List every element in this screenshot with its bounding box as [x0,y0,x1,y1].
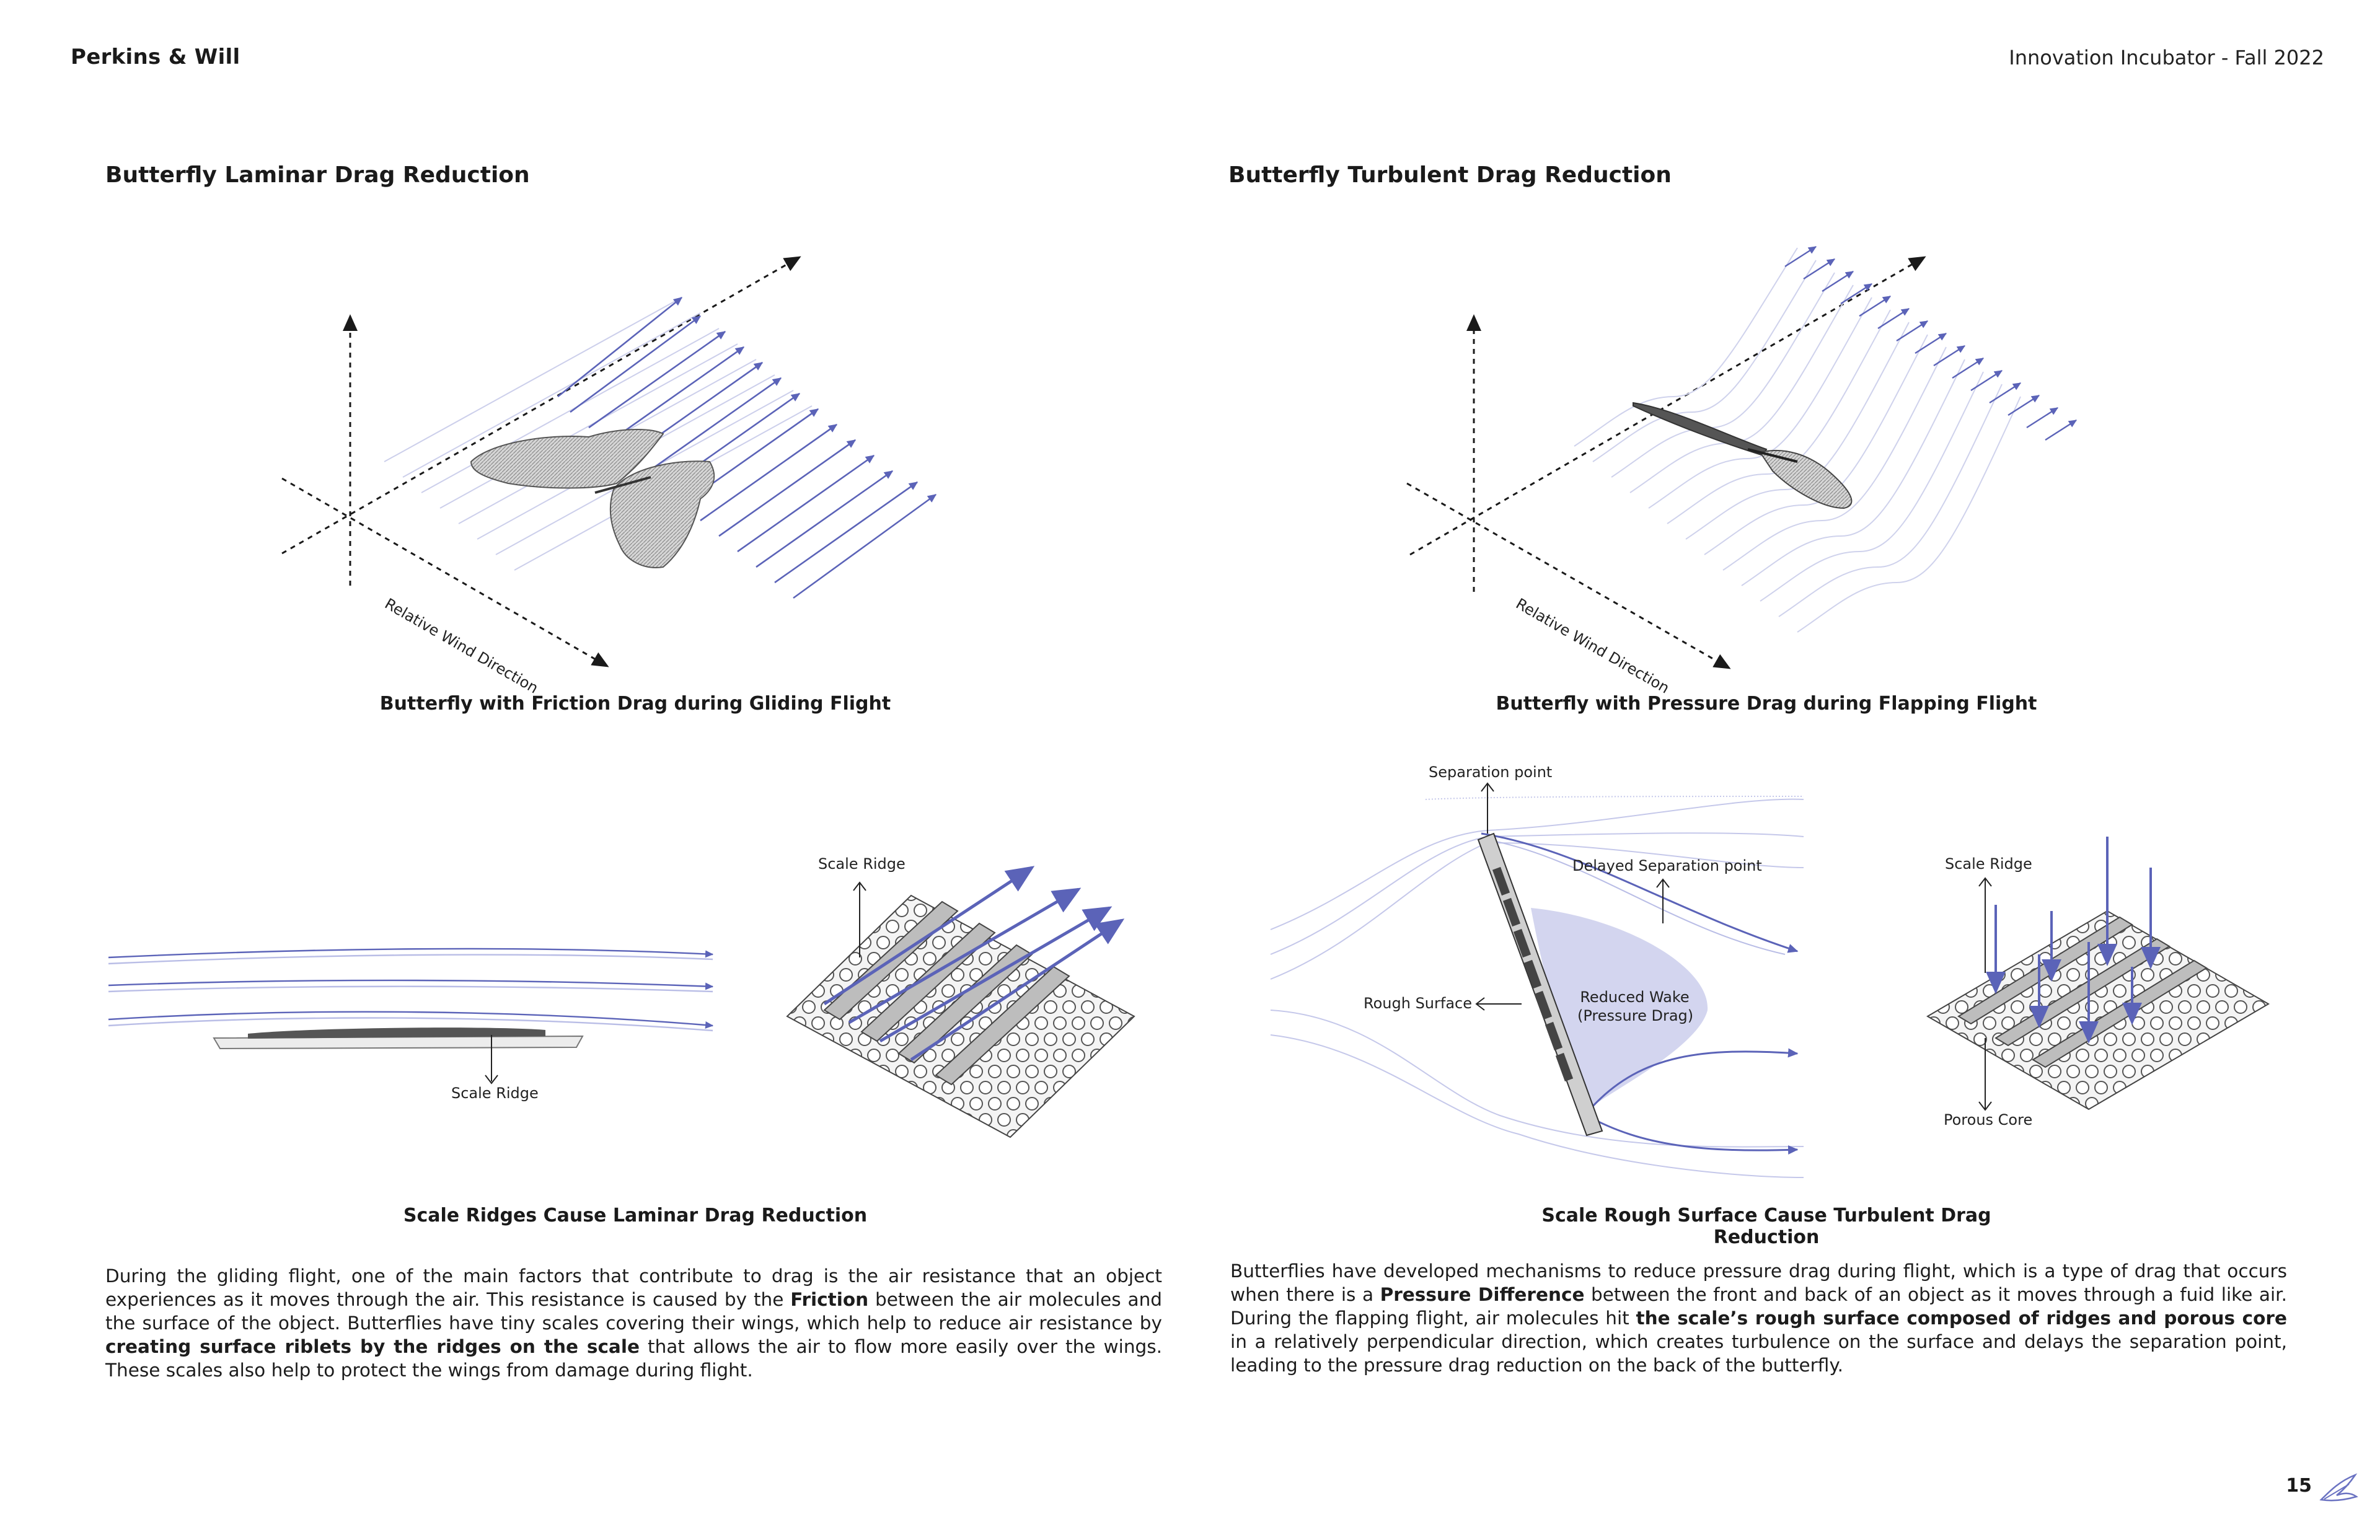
scale-ridge-label-right: Scale Ridge [1945,855,2032,873]
right-paragraph-run: the scale’s rough surface composed of ri… [1636,1308,2287,1329]
reduced-wake-label: Reduced Wake [1577,988,1692,1006]
right-body-paragraph: Butterflies have developed mechanisms to… [1230,1259,2287,1377]
rough-surface-label: Rough Surface [1364,995,1472,1012]
pressure-drag-label: (Pressure Drag) [1577,1007,1692,1024]
left-body-paragraph: During the gliding flight, one of the ma… [105,1264,1162,1382]
butterfly-logo-icon [2318,1472,2361,1506]
porous-scale-block [1928,911,2268,1109]
porous-core-label: Porous Core [1944,1111,2032,1129]
left-paragraph-run: creating surface riblets by the ridges o… [105,1336,640,1357]
delayed-separation-point-label: Delayed Separation point [1572,857,1762,874]
left-paragraph-run: Friction [790,1289,868,1310]
page-number: 15 [2286,1475,2312,1497]
right-paragraph-run: Pressure Difference [1380,1284,1585,1305]
right-paragraph-run: in a relatively perpendicular direction,… [1230,1331,2287,1376]
separation-point-label: Separation point [1429,763,1552,781]
turbulent-detail-caption: Scale Rough Surface Cause Turbulent Drag… [1488,1205,2045,1248]
